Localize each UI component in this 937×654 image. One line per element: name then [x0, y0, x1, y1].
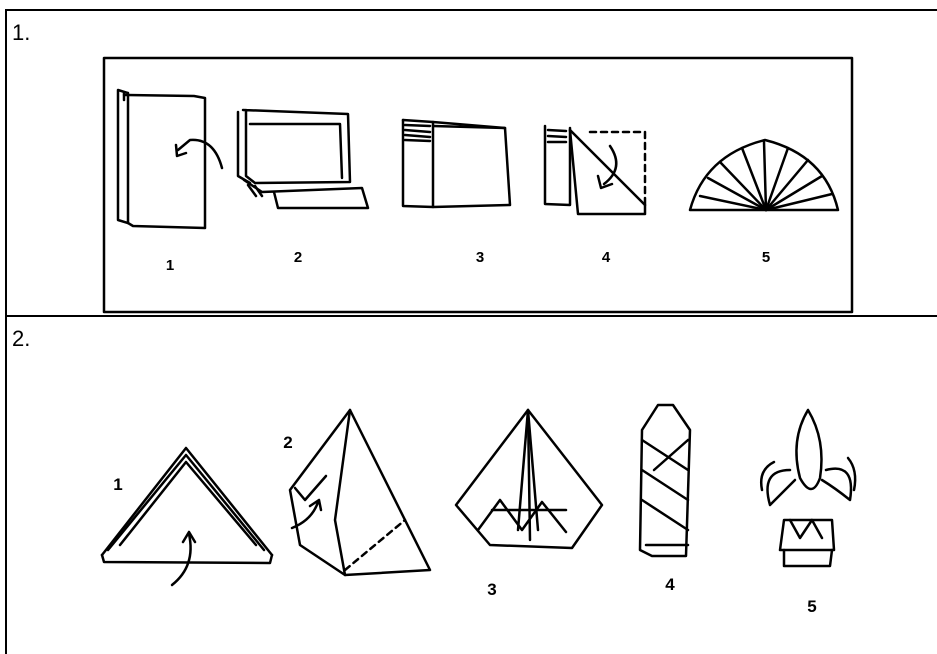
fan-step-4-drawing	[545, 126, 645, 214]
fold-arrow-icon	[172, 534, 191, 585]
fan-step-1-label: 1	[166, 257, 174, 274]
fan-step-2-drawing	[238, 110, 368, 208]
fan-step-4-label: 4	[602, 249, 611, 266]
lily-step-3-label: 3	[487, 580, 496, 599]
fan-step-5-drawing	[690, 140, 838, 210]
fan-step-3-label: 3	[476, 249, 484, 266]
fan-fold-panel	[104, 58, 852, 312]
lily-step-2-drawing	[290, 410, 430, 575]
fan-step-2-label: 2	[294, 249, 302, 266]
fan-step-3-drawing	[403, 120, 510, 207]
lily-step-1-label: 1	[113, 475, 122, 494]
lily-step-5-drawing	[761, 410, 855, 566]
lily-step-5-label: 5	[807, 597, 816, 616]
lily-step-4-label: 4	[665, 575, 675, 594]
lily-step-1-drawing	[102, 448, 272, 585]
lily-step-2-label: 2	[283, 433, 292, 452]
fan-step-1-drawing	[118, 90, 222, 228]
lily-step-3-drawing	[456, 410, 602, 548]
lily-step-4-drawing	[640, 405, 690, 556]
fan-step-5-label: 5	[762, 249, 770, 266]
